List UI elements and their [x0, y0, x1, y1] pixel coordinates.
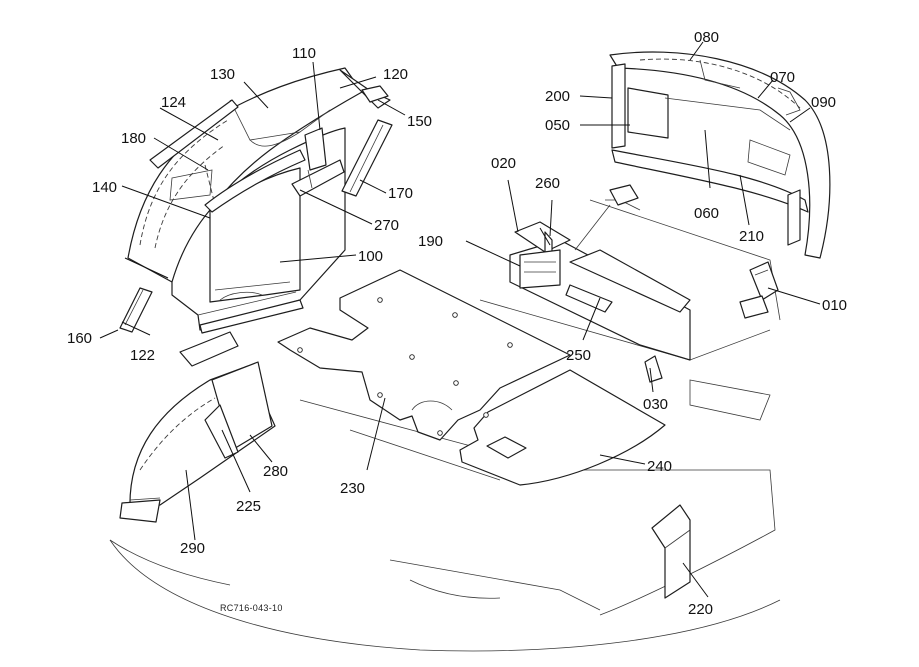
part-160-step: [119, 287, 153, 333]
callout-020: 020: [491, 155, 516, 172]
callout-030: 030: [643, 396, 668, 413]
part-010-bracket: [739, 261, 779, 319]
part-030-clip: [644, 355, 663, 383]
callout-080: 080: [694, 29, 719, 46]
right-fender-assembly: [609, 51, 831, 259]
callout-225: 225: [236, 498, 261, 515]
callout-150: 150: [407, 113, 432, 130]
callout-124: 124: [161, 94, 186, 111]
callout-200: 200: [545, 88, 570, 105]
callout-280: 280: [263, 463, 288, 480]
floor-mat-240: [459, 369, 666, 486]
callout-060: 060: [694, 205, 719, 222]
callouts: 110 120 130 124 150 180 140 170 270 100 …: [67, 29, 847, 618]
callout-250: 250: [566, 347, 591, 364]
callout-220: 220: [688, 601, 713, 618]
callout-090: 090: [811, 94, 836, 111]
callout-120: 120: [383, 66, 408, 83]
leader-lines: [99, 41, 821, 598]
reference-code: RC716-043-10: [220, 603, 283, 613]
callout-160: 160: [67, 330, 92, 347]
callout-260: 260: [535, 175, 560, 192]
part-270-bracket: [291, 159, 345, 197]
callout-240: 240: [647, 458, 672, 475]
callout-180: 180: [121, 130, 146, 147]
callout-122: 122: [130, 347, 155, 364]
rear-fender-assembly: [119, 361, 276, 523]
callout-050: 050: [545, 117, 570, 134]
callout-010: 010: [822, 297, 847, 314]
callout-270: 270: [374, 217, 399, 234]
callout-290: 290: [180, 540, 205, 557]
callout-070: 070: [770, 69, 795, 86]
callout-130: 130: [210, 66, 235, 83]
cross-frame: [509, 184, 691, 361]
floor-mat-230: [277, 269, 571, 441]
part-170-strip: [341, 119, 393, 197]
floor-trim: [179, 331, 239, 367]
callout-230: 230: [340, 480, 365, 497]
callout-110: 110: [292, 45, 316, 62]
callout-140: 140: [92, 179, 117, 196]
callout-210: 210: [739, 228, 764, 245]
callout-170: 170: [388, 185, 413, 202]
left-fender-assembly: [127, 67, 391, 283]
part-220-bracket: [651, 504, 691, 599]
callout-100: 100: [358, 248, 383, 265]
callout-190: 190: [418, 233, 443, 250]
